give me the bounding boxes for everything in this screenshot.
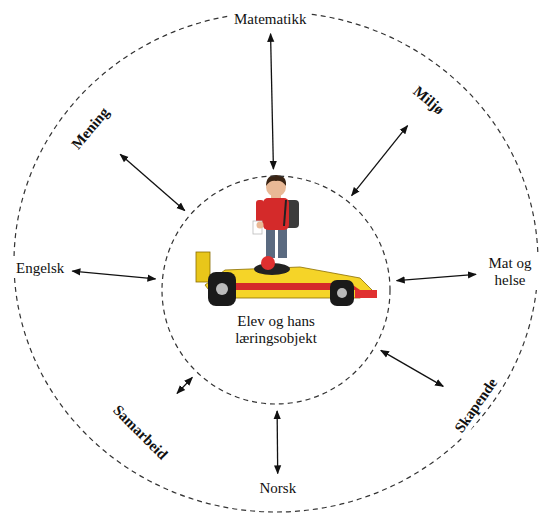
hub-ring (162, 176, 390, 404)
rear-wing (196, 252, 210, 282)
subject-name: Engelsk (16, 260, 64, 277)
connector-arrow (381, 350, 443, 386)
subject-label: Miljø (406, 80, 450, 121)
connector-arrow (271, 34, 274, 169)
hub (337, 288, 347, 298)
student-figure (253, 175, 299, 258)
connector-arrow (177, 377, 192, 393)
hub-outline (161, 175, 391, 405)
shirt (263, 198, 289, 230)
strap (284, 200, 286, 226)
connector-arrow (276, 411, 278, 474)
subject-label: Engelsk (13, 259, 67, 278)
subject-name: Matematikk (234, 11, 306, 28)
subject-label: Matematikk (231, 10, 309, 29)
subject-name: Miljø (409, 82, 447, 118)
subject-label: Samarbeid (106, 398, 173, 465)
hand (257, 222, 264, 229)
subject-name: Mat og helse (484, 255, 536, 290)
tire (208, 272, 236, 306)
connector-arrow (120, 154, 185, 210)
subject-name: Samarbeid (109, 401, 171, 463)
subject-name: Skapende (451, 375, 501, 436)
hub-label: Elev og hans læringsobjekt (220, 313, 332, 348)
subject-label: Mat og helse (481, 254, 539, 291)
race-car (196, 252, 377, 306)
helmet (261, 256, 275, 270)
leg (266, 226, 275, 258)
arm (256, 200, 264, 224)
hub-text-block: Elev og hans læringsobjekt (220, 313, 332, 348)
tire (330, 280, 354, 306)
subject-label: Skapende (448, 372, 503, 439)
outer-ring (14, 12, 538, 512)
subject-label: Mening (65, 101, 115, 156)
subject-name: Mening (68, 104, 113, 153)
hub-circle: Elev og hans læringsobjekt (161, 175, 391, 405)
connector-arrow (352, 126, 408, 196)
leg (278, 226, 287, 258)
connector-arrow (397, 274, 476, 280)
subject-label: Norsk (257, 479, 300, 498)
front-wing (355, 290, 377, 298)
connector-arrow (72, 271, 155, 279)
subject-name: Norsk (260, 480, 297, 497)
hub (216, 283, 228, 295)
